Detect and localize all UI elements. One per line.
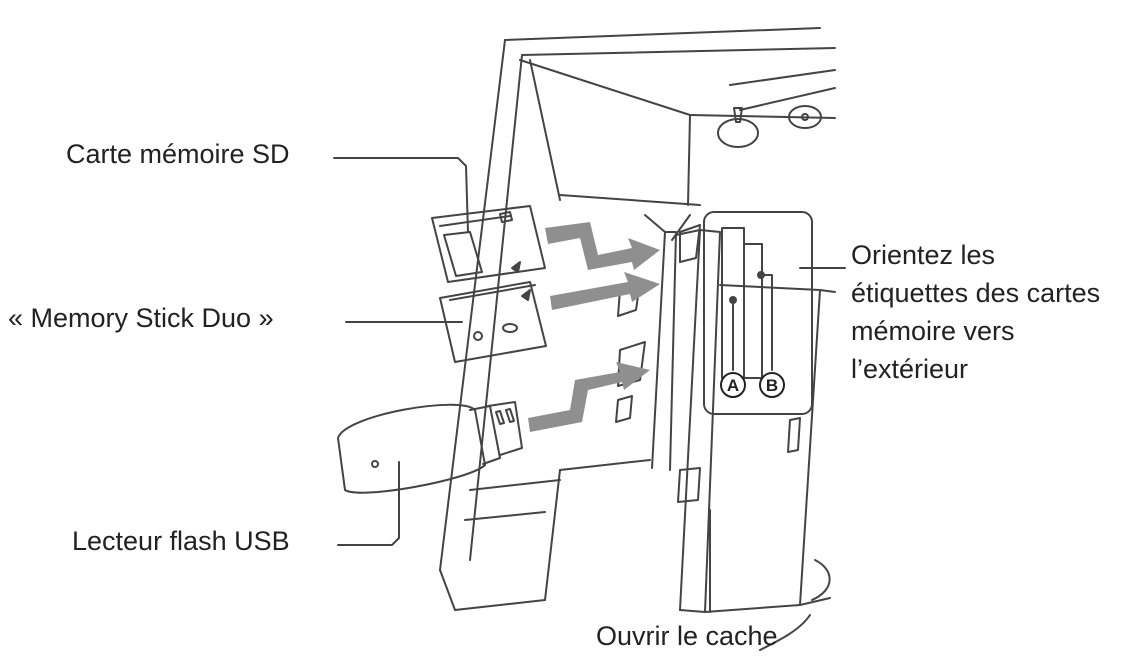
photo-frame-body <box>440 28 835 610</box>
svg-text:A: A <box>727 376 739 395</box>
usb-flash-drive <box>338 402 522 493</box>
label-open-cover: Ouvrir le cache <box>596 620 778 652</box>
svg-text:B: B <box>766 376 778 395</box>
label-usb-flash: Lecteur flash USB <box>72 525 290 557</box>
insert-arrows <box>528 222 660 432</box>
label-orient-cards: Orientez les étiquettes des cartes mémoi… <box>851 236 1100 388</box>
arrow-sd <box>545 222 660 270</box>
arrow-memory-stick <box>550 272 660 310</box>
label-orient-line: Orientez les <box>851 236 1100 274</box>
label-orient-line: étiquettes des cartes <box>851 274 1100 312</box>
label-orient-line: mémoire vers <box>851 312 1100 350</box>
label-memory-stick: « Memory Stick Duo » <box>8 302 274 334</box>
slot-marker-b: B <box>760 373 784 397</box>
sd-card <box>432 206 545 282</box>
label-orient-line: l’extérieur <box>851 350 1100 388</box>
label-sd-card: Carte mémoire SD <box>66 138 290 170</box>
slot-marker-a: A <box>721 373 745 397</box>
frame-buttons <box>718 106 821 147</box>
